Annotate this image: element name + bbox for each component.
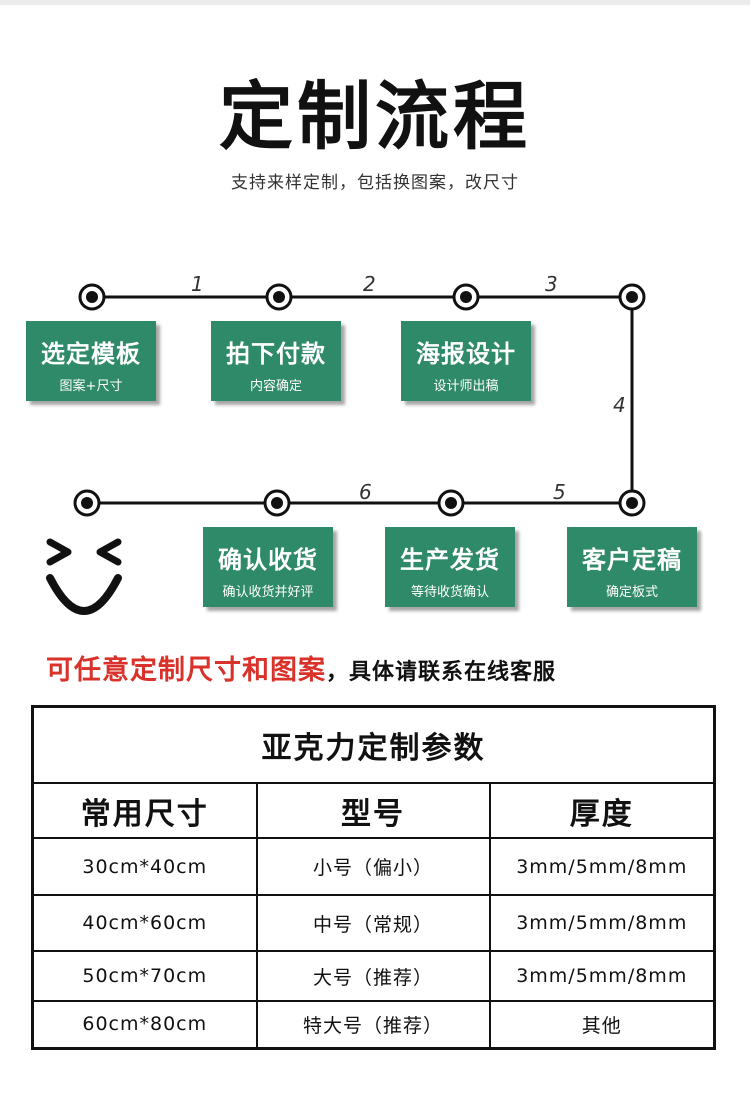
step-number: 5	[553, 480, 566, 504]
customization-note: 可任意定制尺寸和图案，具体请联系在线客服	[46, 648, 556, 687]
flow-diagram: 1 2 3 4 5 6	[73, 272, 646, 517]
cell-size: 50cm*70cm	[31, 950, 258, 1002]
node-dot-icon	[618, 283, 646, 311]
step-title: 生产发货	[400, 546, 500, 574]
step-subtitle: 内容确定	[249, 379, 302, 394]
cell-model: 中号（常规）	[255, 894, 491, 952]
table-row: 60cm*80cm 特大号（推荐） 其他	[31, 1000, 716, 1049]
header-size: 常用尺寸	[31, 782, 258, 839]
node-dot-icon	[265, 283, 293, 311]
step-number: 6	[359, 480, 372, 504]
step-number: 3	[545, 272, 558, 296]
cell-size: 60cm*80cm	[31, 1000, 258, 1049]
cell-model: 大号（推荐）	[255, 950, 491, 1002]
cell-thickness: 3mm/5mm/8mm	[488, 894, 716, 952]
node-dot-icon	[452, 283, 480, 311]
step-title: 客户定稿	[582, 546, 682, 574]
table-caption: 亚克力定制参数	[31, 705, 716, 784]
step-box-produce-ship: 生产发货 等待收货确认	[385, 527, 515, 607]
cell-thickness: 3mm/5mm/8mm	[488, 837, 716, 896]
page-subtitle: 支持来样定制，包括换图案，改尺寸	[231, 173, 519, 193]
cell-thickness: 3mm/5mm/8mm	[488, 950, 716, 1002]
header-model: 型号	[255, 782, 491, 839]
step-title: 海报设计	[416, 340, 516, 368]
node-dot-icon	[78, 283, 106, 311]
node-dot-icon	[73, 489, 101, 517]
step-title: 选定模板	[41, 340, 141, 368]
step-title: 拍下付款	[226, 340, 326, 368]
step-box-confirm-receipt: 确认收货 确认收货并好评	[203, 527, 333, 607]
header-thickness: 厚度	[488, 782, 716, 839]
node-dot-icon	[618, 489, 646, 517]
note-highlight: 可任意定制尺寸和图案	[46, 655, 326, 686]
step-number: 4	[613, 393, 626, 417]
table-row: 50cm*70cm 大号（推荐） 3mm/5mm/8mm	[31, 950, 716, 1002]
step-title: 确认收货	[218, 546, 318, 574]
cell-size: 30cm*40cm	[31, 837, 258, 896]
page-title: 定制流程	[219, 74, 531, 160]
node-dot-icon	[263, 489, 291, 517]
note-rest: ，具体请联系在线客服	[326, 660, 557, 685]
step-number: 1	[191, 272, 204, 296]
step-subtitle: 设计师出稿	[433, 379, 499, 394]
cell-size: 40cm*60cm	[31, 894, 258, 952]
step-box-pay: 拍下付款 内容确定	[211, 321, 341, 401]
cell-model: 特大号（推荐）	[255, 1000, 491, 1049]
smiley-icon	[46, 538, 122, 615]
step-number: 2	[363, 272, 376, 296]
cell-thickness: 其他	[488, 1000, 716, 1049]
cell-model: 小号（偏小）	[255, 837, 491, 896]
step-subtitle: 确定板式	[605, 585, 658, 600]
params-table: 亚克力定制参数 常用尺寸 型号 厚度 30cm*40cm 小号（偏小） 3mm/…	[31, 705, 717, 1050]
step-subtitle: 图案+尺寸	[59, 379, 123, 394]
top-divider	[0, 0, 750, 5]
step-box-finalize: 客户定稿 确定板式	[567, 527, 697, 607]
node-dot-icon	[437, 489, 465, 517]
table-row: 30cm*40cm 小号（偏小） 3mm/5mm/8mm	[31, 837, 716, 896]
step-subtitle: 确认收货并好评	[222, 585, 314, 600]
step-subtitle: 等待收货确认	[410, 585, 489, 600]
step-box-select-template: 选定模板 图案+尺寸	[26, 321, 156, 401]
step-box-design: 海报设计 设计师出稿	[401, 321, 531, 401]
table-row: 40cm*60cm 中号（常规） 3mm/5mm/8mm	[31, 894, 716, 952]
